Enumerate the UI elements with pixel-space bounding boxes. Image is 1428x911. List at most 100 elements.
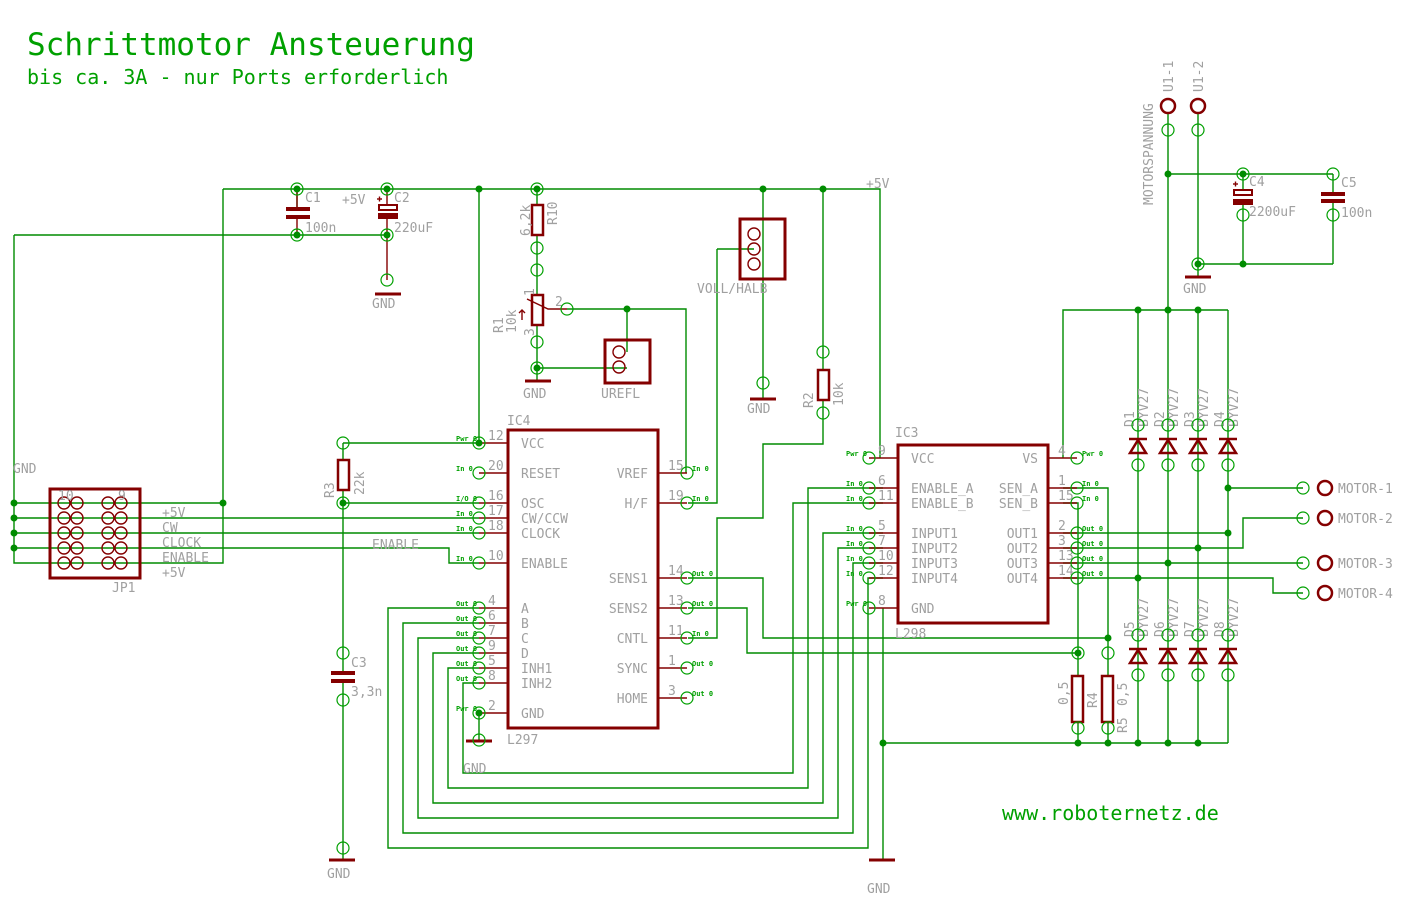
pin-pad xyxy=(1221,628,1235,642)
pin-number: 19 xyxy=(668,489,684,504)
diode-body xyxy=(1127,647,1149,665)
header-pin xyxy=(57,496,71,510)
gnd-label: GND xyxy=(867,882,891,897)
diode-name: D5 xyxy=(1123,621,1138,637)
pin-pad xyxy=(680,601,694,615)
junction-dot xyxy=(1239,260,1247,268)
pin-pad xyxy=(1161,123,1175,137)
wire xyxy=(14,547,479,564)
pin-kind: In 0 xyxy=(1082,480,1099,488)
pin-number: 3 xyxy=(1058,534,1066,549)
motor-terminal-pad xyxy=(1316,509,1334,527)
pin-pad xyxy=(560,302,574,316)
capacitor-c2: C2 220uF +5V GND xyxy=(342,189,433,312)
diode-name: D3 xyxy=(1183,411,1198,427)
pin-number: 3 xyxy=(668,684,676,699)
jp1-signal: CLOCK xyxy=(162,536,201,551)
header-pin xyxy=(114,541,128,555)
pin-kind: Pwr 0 xyxy=(1082,450,1103,458)
junction-dot xyxy=(1164,170,1172,178)
motor-terminal-pad xyxy=(1316,479,1334,497)
pin-kind: Out 0 xyxy=(692,570,713,578)
pin-name: SENS2 xyxy=(609,602,648,617)
pin-kind: Out 0 xyxy=(692,600,713,608)
pin-pad xyxy=(816,406,830,420)
pin-number: 6 xyxy=(488,609,496,624)
junction-dot xyxy=(1224,484,1232,492)
pin-number: 13 xyxy=(1058,549,1074,564)
junction-dot xyxy=(879,739,887,747)
pin-pad xyxy=(1070,556,1084,570)
pin-kind: Out 0 xyxy=(456,630,477,638)
pin-number: 7 xyxy=(878,534,886,549)
pin-kind: Pwr 0 xyxy=(846,600,867,608)
potentiometer-r1: R1 10k 1 2 3 GND xyxy=(492,288,567,402)
diode-type: BYV27 xyxy=(1137,388,1152,427)
pin-name: C xyxy=(521,632,529,647)
header-pin xyxy=(114,511,128,525)
pin-number: 9 xyxy=(488,639,496,654)
title: Schrittmotor Ansteuerung xyxy=(27,27,475,63)
r2-name: R2 xyxy=(802,392,817,408)
diode-body xyxy=(1157,647,1179,665)
pin-number: 15 xyxy=(1058,489,1074,504)
pin-kind: Pwr 0 xyxy=(456,705,477,713)
pin-name: SEN_B xyxy=(999,497,1038,512)
header-pin xyxy=(57,511,71,525)
pin-pad xyxy=(1161,628,1175,642)
header-pin xyxy=(114,526,128,540)
diode-name: D8 xyxy=(1213,621,1228,637)
pin-number: 4 xyxy=(488,594,496,609)
junction-dot xyxy=(219,499,227,507)
c1-name: C1 xyxy=(305,191,321,206)
subtitle: bis ca. 3A - nur Ports erforderlich xyxy=(27,65,448,89)
pin-pad xyxy=(680,571,694,585)
gnd-label: GND xyxy=(1183,282,1207,297)
vcc-label: +5V xyxy=(342,193,366,208)
junction-dot xyxy=(1134,739,1142,747)
pin-pad xyxy=(862,556,876,570)
wire xyxy=(1063,517,1303,549)
pin-pad xyxy=(862,526,876,540)
pin-name: SENS1 xyxy=(609,572,648,587)
pin-pad xyxy=(530,263,544,277)
header-pin xyxy=(70,556,84,570)
wire xyxy=(1063,487,1109,676)
header-pin xyxy=(114,496,128,510)
pin-pad xyxy=(862,481,876,495)
pin-number: 1 xyxy=(668,654,676,669)
junction-dot xyxy=(475,709,483,717)
pin-pad xyxy=(1191,458,1205,472)
ic3-type: L298 xyxy=(895,627,926,642)
pin-pad xyxy=(472,631,486,645)
pin-number: 10 xyxy=(878,549,894,564)
pin-name: OUT1 xyxy=(1007,527,1038,542)
wire xyxy=(462,502,883,774)
pin-pad xyxy=(680,631,694,645)
jp1-signal: CW xyxy=(162,521,178,536)
pin-kind: In 0 xyxy=(456,555,473,563)
motor-terminal-pad xyxy=(1316,584,1334,602)
pin-pad xyxy=(380,182,394,196)
pin-pad xyxy=(816,345,830,359)
pin-pad xyxy=(472,466,486,480)
pin-pad xyxy=(1131,418,1145,432)
pin-pad xyxy=(680,496,694,510)
wire xyxy=(688,249,718,504)
junction-dot xyxy=(1134,306,1142,314)
pin-number: 11 xyxy=(668,624,684,639)
pin-pad xyxy=(1236,208,1250,222)
pin-name: OSC xyxy=(521,497,544,512)
pin-pad xyxy=(380,273,394,287)
pin-kind: Out 0 xyxy=(692,690,713,698)
pin-pad xyxy=(1191,418,1205,432)
pin-name: VREF xyxy=(617,467,648,482)
junction-dot xyxy=(475,439,483,447)
junction-dot xyxy=(1134,574,1142,582)
pin-kind: In 0 xyxy=(692,630,709,638)
gnd-label: GND xyxy=(463,762,487,777)
pin-kind: I/O 0 xyxy=(456,495,477,503)
junction-dot xyxy=(339,499,347,507)
